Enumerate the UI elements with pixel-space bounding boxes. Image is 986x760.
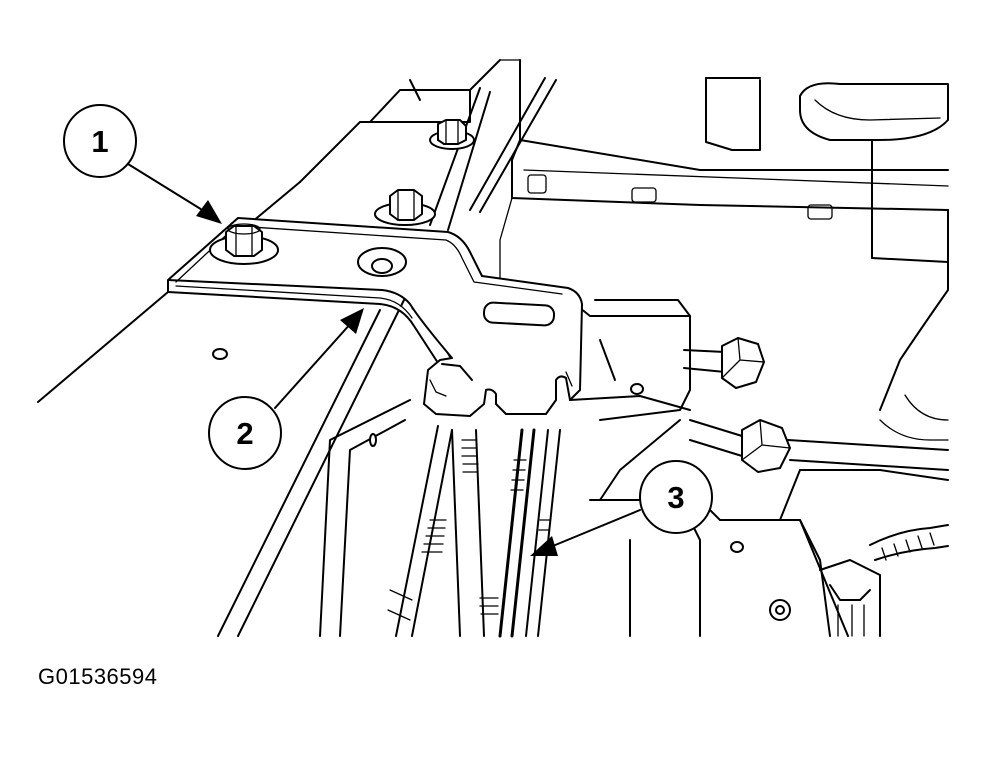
bracket-bolt	[209, 223, 279, 265]
radiator-support-frame	[37, 59, 557, 637]
figure-code: G01536594	[38, 664, 158, 689]
callout-2-number: 2	[236, 416, 253, 451]
callout-1-number: 1	[91, 124, 108, 159]
callout-3: 3	[530, 460, 713, 556]
background-bolt-middle	[374, 189, 436, 226]
callout-2: 2	[208, 308, 364, 470]
line-fittings	[569, 299, 949, 501]
radiator-core	[387, 428, 561, 638]
mounting-bracket	[167, 217, 583, 417]
callout-1: 1	[63, 104, 222, 224]
background-bolt-upper	[429, 119, 475, 150]
callout-3-number: 3	[667, 480, 684, 515]
